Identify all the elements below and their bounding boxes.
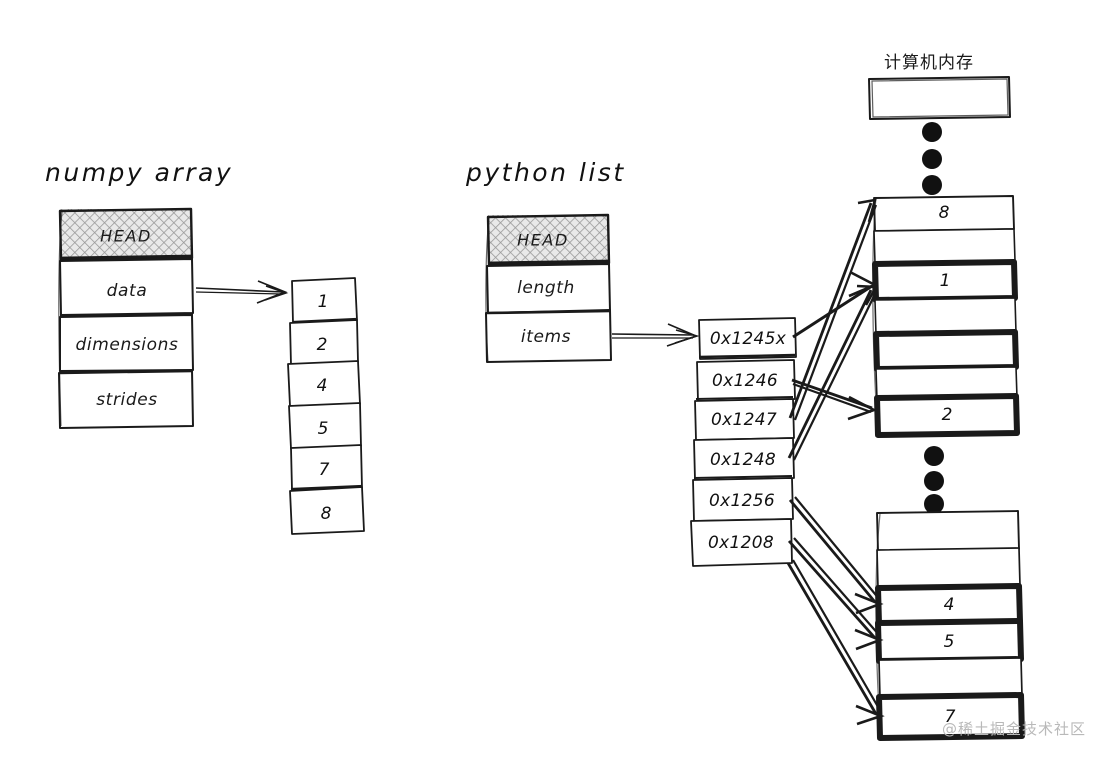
memory-upper-block-outline bbox=[872, 195, 1020, 438]
memory-lower-block-outline bbox=[875, 510, 1025, 741]
arrow-data-to-cells bbox=[195, 280, 289, 304]
numpy-struct-box bbox=[58, 207, 194, 429]
arrow-items-to-pointers bbox=[611, 323, 700, 347]
pointer-cells-outline bbox=[690, 317, 797, 567]
pointer-to-memory-arrows bbox=[786, 198, 885, 726]
memory-top-box bbox=[868, 76, 1011, 120]
ellipsis-upper-dots bbox=[922, 122, 942, 195]
ellipsis-middle-dots bbox=[924, 446, 944, 514]
numpy-data-cells-outline bbox=[287, 277, 365, 535]
python-struct-box bbox=[485, 213, 612, 363]
